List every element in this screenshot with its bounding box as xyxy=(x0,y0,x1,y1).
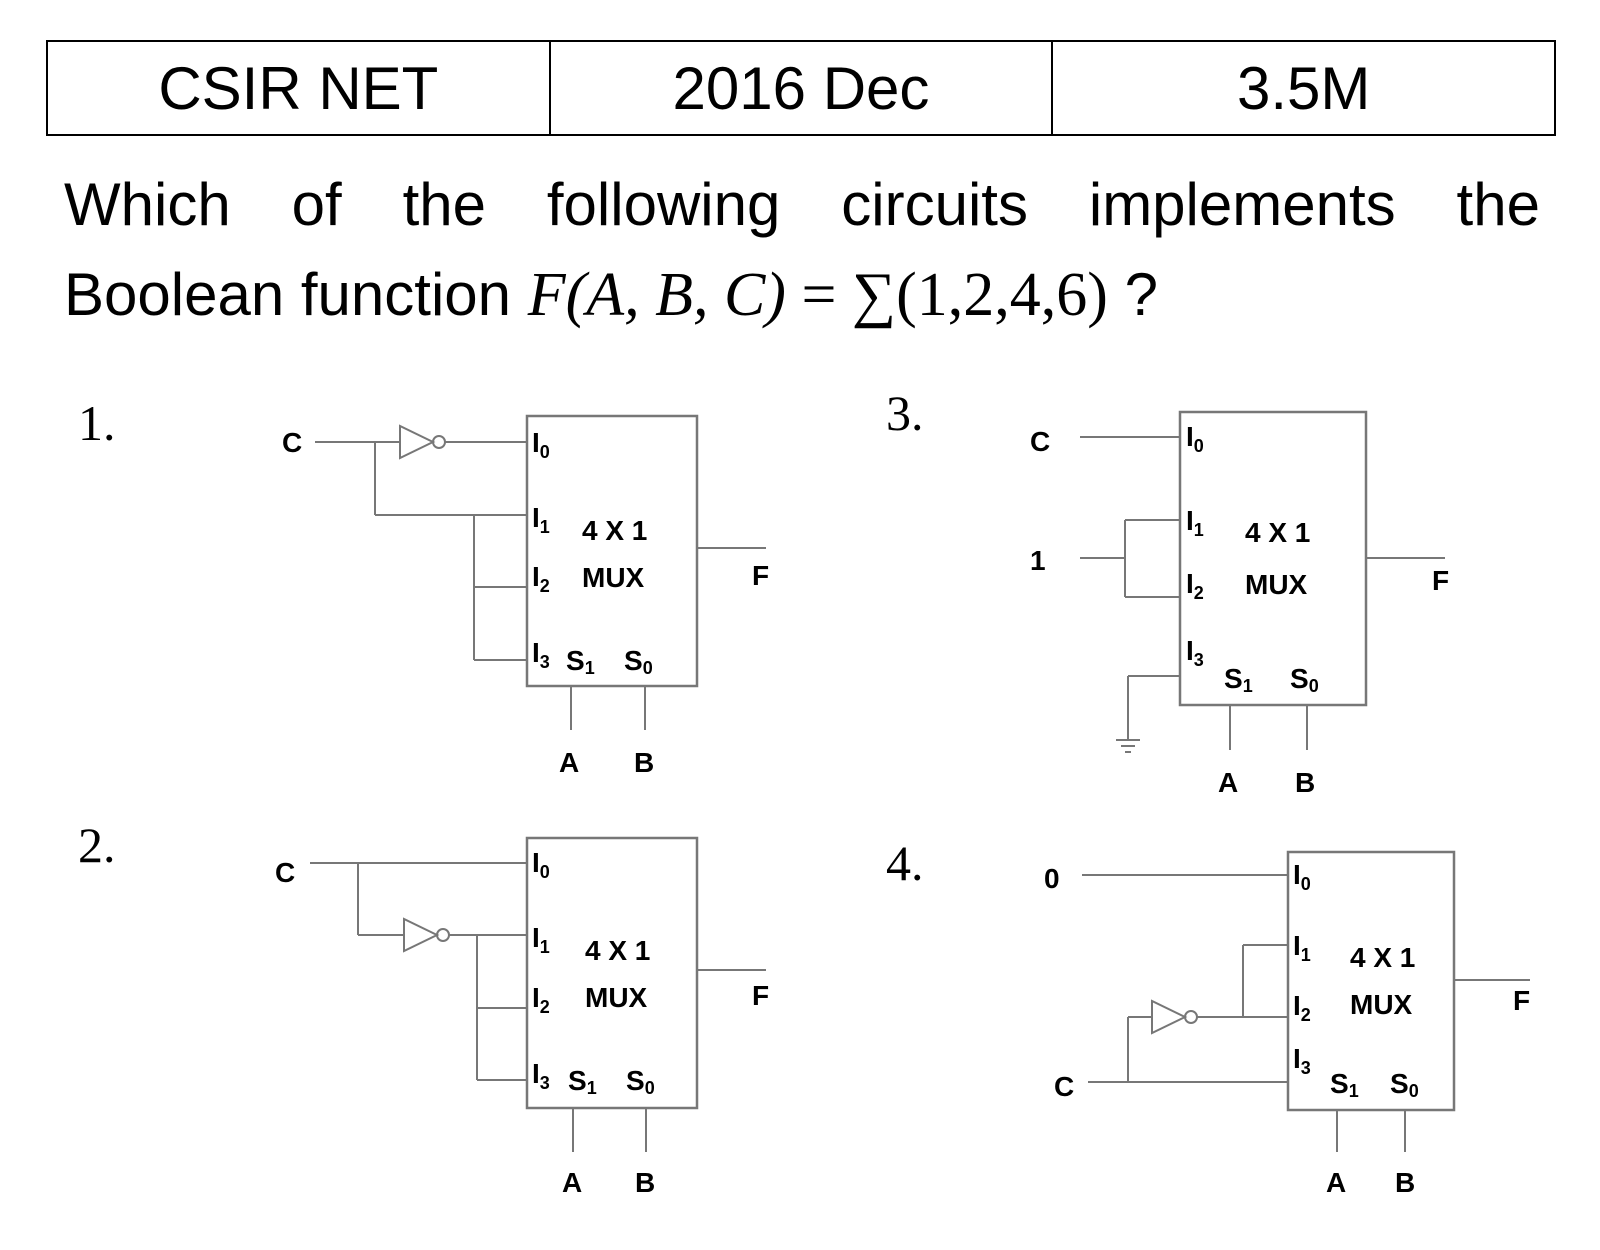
mux-block xyxy=(525,836,699,1110)
not-gate-icon xyxy=(1151,999,1198,1035)
mux-select-s0: S0 xyxy=(626,1065,655,1098)
output-label: F xyxy=(1432,565,1449,596)
mux-title: 4 X 1 xyxy=(1350,942,1415,973)
mux-select-s1: S1 xyxy=(568,1065,597,1098)
output-label: F xyxy=(752,980,769,1011)
mux-input-i2: I2 xyxy=(532,982,550,1017)
mux-select-s0: S0 xyxy=(1390,1068,1419,1101)
minterm-list: (1,2,4,6) xyxy=(896,261,1108,329)
mux-input-i0: I0 xyxy=(532,847,550,882)
mux-input-i3: I3 xyxy=(1293,1043,1311,1078)
mux-input-i3: I3 xyxy=(1186,635,1204,670)
select-label-b: B xyxy=(634,747,654,778)
mux-select-s1: S1 xyxy=(566,645,595,678)
func-args: (A, B, C) xyxy=(565,261,786,329)
mux-input-i0: I0 xyxy=(1186,421,1204,456)
exam-cell: CSIR NET xyxy=(46,40,551,136)
option-4: 4. 0 C I0 I1 I2 I3 4 X 1 MUX S1 S0 F A B xyxy=(886,835,1530,1198)
ground-icon xyxy=(1116,739,1140,753)
mux-input-i3: I3 xyxy=(532,637,550,672)
input-label-1: 1 xyxy=(1030,545,1046,576)
input-label-c: C xyxy=(282,427,302,458)
mux-select-s0: S0 xyxy=(1290,663,1319,696)
select-label-b: B xyxy=(1395,1167,1415,1198)
question-prefix: Boolean function xyxy=(64,261,528,328)
mux-input-i1: I1 xyxy=(1293,930,1311,965)
question-line-2: Boolean function F(A, B, C) = ∑(1,2,4,6)… xyxy=(64,250,1540,340)
select-label-b: B xyxy=(1295,767,1315,798)
question-word: the xyxy=(402,171,486,238)
output-label: F xyxy=(752,560,769,591)
select-label-a: A xyxy=(559,747,579,778)
output-label: F xyxy=(1513,985,1530,1016)
boolean-function-formula: F(A, B, C) = ∑(1,2,4,6) xyxy=(528,261,1108,329)
mux-input-i1: I1 xyxy=(532,502,550,537)
question-word: following xyxy=(546,171,781,238)
header-row: CSIR NET 2016 Dec 3.5M xyxy=(46,40,1556,136)
input-label-c: C xyxy=(1054,1071,1074,1102)
option-2: 2. C I0 I1 I2 I3 4 X 1 MUX S1 S0 F A B xyxy=(78,817,769,1198)
mux-select-s0: S0 xyxy=(624,645,653,678)
not-gate-icon xyxy=(399,424,446,460)
select-label-a: A xyxy=(1326,1167,1346,1198)
mux-input-i2: I2 xyxy=(1293,990,1311,1025)
option-number: 1. xyxy=(78,395,116,451)
sum-symbol: ∑ xyxy=(851,261,897,329)
session-cell: 2016 Dec xyxy=(548,40,1054,136)
select-label-a: A xyxy=(562,1167,582,1198)
input-label-0: 0 xyxy=(1044,863,1060,894)
mux-name: MUX xyxy=(582,562,645,593)
mux-input-i2: I2 xyxy=(1186,568,1204,603)
question-word: implements xyxy=(1088,171,1396,238)
func-name: F xyxy=(527,261,566,329)
select-label-a: A xyxy=(1218,767,1238,798)
mux-block xyxy=(1286,850,1456,1112)
option-3: 3. C 1 I0 I1 I2 I3 4 X 1 MUX S1 S0 F A B xyxy=(886,385,1449,798)
equals-sign: = xyxy=(785,261,852,329)
marks-cell: 3.5M xyxy=(1051,40,1556,136)
option-1: 1. C I0 I1 I2 I3 4 X 1 MUX S1 S0 F A B xyxy=(78,395,769,778)
mux-block xyxy=(525,414,699,688)
question-word: of xyxy=(291,171,342,238)
mux-input-i1: I1 xyxy=(1186,505,1204,540)
mux-input-i2: I2 xyxy=(532,561,550,596)
input-label-c: C xyxy=(1030,426,1050,457)
mux-title: 4 X 1 xyxy=(582,515,647,546)
not-gate-icon xyxy=(403,917,450,953)
header-table: CSIR NET 2016 Dec 3.5M xyxy=(46,40,1556,136)
mux-name: MUX xyxy=(1245,569,1308,600)
question-text: Which of the following circuits implemen… xyxy=(64,160,1540,340)
mux-name: MUX xyxy=(585,982,648,1013)
question-line-1: Which of the following circuits implemen… xyxy=(64,160,1540,250)
mux-name: MUX xyxy=(1350,989,1413,1020)
mux-select-s1: S1 xyxy=(1224,663,1253,696)
question-word: circuits xyxy=(841,171,1028,238)
select-label-b: B xyxy=(635,1167,655,1198)
mux-input-i3: I3 xyxy=(532,1058,550,1093)
mux-select-s1: S1 xyxy=(1330,1068,1359,1101)
mux-input-i0: I0 xyxy=(1293,859,1311,894)
mux-title: 4 X 1 xyxy=(1245,517,1310,548)
mux-input-i1: I1 xyxy=(532,922,550,957)
option-number: 3. xyxy=(886,385,924,441)
question-word: Which xyxy=(64,171,231,238)
option-number: 4. xyxy=(886,835,924,891)
option-number: 2. xyxy=(78,817,116,873)
question-word: the xyxy=(1456,171,1540,238)
mux-title: 4 X 1 xyxy=(585,935,650,966)
input-label-c: C xyxy=(275,857,295,888)
mux-block xyxy=(1178,410,1368,707)
mux-input-i0: I0 xyxy=(532,427,550,462)
question-mark: ? xyxy=(1107,261,1158,328)
